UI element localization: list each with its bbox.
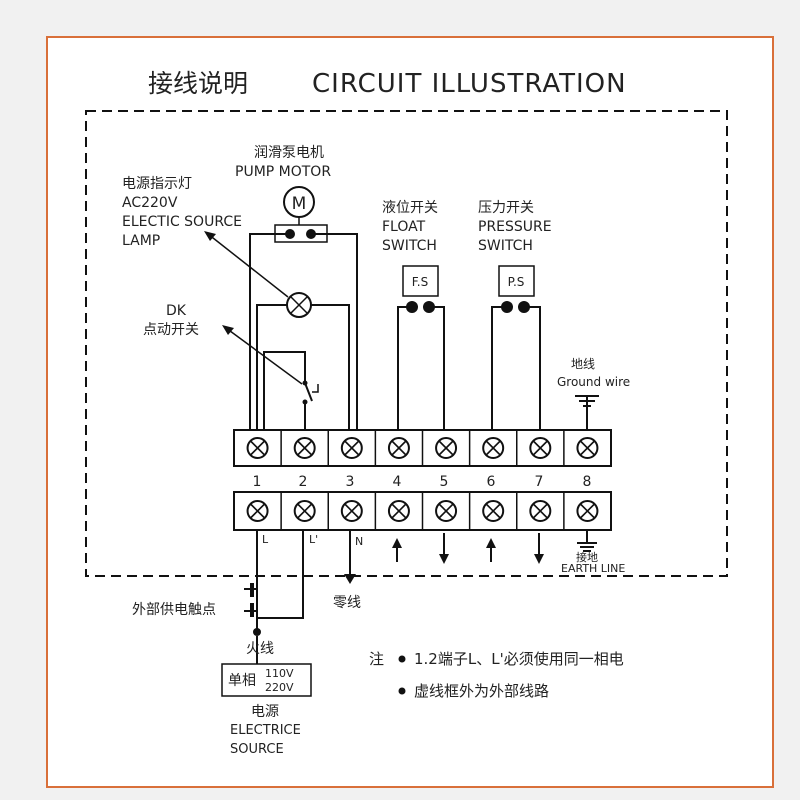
terminal-screw-icon xyxy=(387,500,410,522)
lamp-voltage: AC220V xyxy=(122,195,178,211)
note-line-2: 虚线框外为外部线路 xyxy=(414,682,549,700)
lamp-label-cn: 电源指示灯 xyxy=(122,176,192,192)
internal-boundary xyxy=(85,110,728,577)
earth-label-cn: 接地 xyxy=(576,551,598,564)
power-voltage-1: 110V xyxy=(265,667,294,680)
lamp-pointer xyxy=(207,233,289,298)
terminal-number: 5 xyxy=(440,474,449,490)
terminal-number: 2 xyxy=(299,474,308,490)
terminal-screw-icon xyxy=(340,500,363,522)
terminal-screw-icon xyxy=(246,437,269,459)
float-switch-icon: F.S xyxy=(397,265,445,438)
pressure-switch-icon: P.S xyxy=(491,265,541,438)
power-phase: 单相 xyxy=(228,673,256,689)
earth-label-en: EARTH LINE xyxy=(561,562,625,575)
pump-motor-label-cn: 润滑泵电机 xyxy=(254,144,324,161)
pressure-switch-label-en2: SWITCH xyxy=(478,238,533,254)
terminal-number: 6 xyxy=(487,474,496,490)
terminal-screw-icon xyxy=(482,500,505,522)
power-label-en1: ELECTRICE xyxy=(230,723,301,738)
power-source-box: 单相 110V 220V xyxy=(221,663,312,697)
power-voltage-2: 220V xyxy=(265,681,294,694)
terminal-screw-icon xyxy=(340,437,363,459)
live-label: 火线 xyxy=(246,641,274,657)
note-bullet-icon xyxy=(398,687,406,695)
motor-icon: M xyxy=(274,186,328,243)
terminal-number: 4 xyxy=(393,474,402,490)
terminal-screw-icon xyxy=(529,437,552,459)
terminal-screw-icon xyxy=(293,437,316,459)
terminal-number: 1 xyxy=(253,474,262,490)
terminal-screw-icon xyxy=(576,500,599,522)
terminal-screw-icon xyxy=(246,500,269,522)
lamp-label-en1: ELECTIC SOURCE xyxy=(122,214,242,230)
ground-label-cn: 地线 xyxy=(571,357,595,371)
wire-label-n: N xyxy=(355,535,363,548)
title-en: CIRCUIT ILLUSTRATION xyxy=(312,69,627,99)
note-line-1: 1.2端子L、L'必须使用同一相电 xyxy=(414,650,624,668)
terminal-screw-icon xyxy=(529,500,552,522)
terminal-screw-icon xyxy=(293,500,316,522)
notes-prefix: 注 xyxy=(369,650,384,668)
pressure-switch-label-cn: 压力开关 xyxy=(478,200,534,216)
power-label-en2: SOURCE xyxy=(230,742,284,757)
terminal-block xyxy=(233,429,612,531)
ground-label-en: Ground wire xyxy=(557,375,630,389)
float-switch-label-en2: SWITCH xyxy=(382,238,437,254)
float-switch-box-label: F.S xyxy=(412,275,428,289)
terminal-number: 8 xyxy=(583,474,592,490)
wire-label-l-prime: L' xyxy=(309,533,318,546)
note-bullet-icon xyxy=(398,655,406,663)
diagram-sheet xyxy=(46,36,774,788)
terminal-screw-icon xyxy=(576,437,599,459)
wire-label-l: L xyxy=(262,533,269,546)
title-cn: 接线说明 xyxy=(148,69,248,98)
pump-motor-label-en: PUMP MOTOR xyxy=(235,164,331,180)
pressure-switch-box-label: P.S xyxy=(508,275,525,289)
terminal-screw-icon xyxy=(435,500,458,522)
dk-label-en: DK xyxy=(166,303,187,319)
external-contact-label: 外部供电触点 xyxy=(132,602,216,618)
motor-symbol: M xyxy=(292,194,307,214)
lamp-icon xyxy=(286,292,312,318)
terminal-screw-icon xyxy=(387,437,410,459)
internal-wiring xyxy=(249,233,358,438)
terminal-screw-icon xyxy=(482,437,505,459)
float-switch-label-en1: FLOAT xyxy=(382,219,426,235)
pressure-switch-label-en1: PRESSURE xyxy=(478,219,552,235)
external-wiring xyxy=(244,530,597,664)
neutral-label: 零线 xyxy=(333,595,361,611)
ground-symbol-icon xyxy=(575,395,599,438)
lamp-label-en2: LAMP xyxy=(122,233,160,249)
terminal-number: 3 xyxy=(346,474,355,490)
terminal-screw-icon xyxy=(435,437,458,459)
dk-label-cn: 点动开关 xyxy=(143,322,199,338)
power-label-cn: 电源 xyxy=(251,704,279,720)
terminal-number: 7 xyxy=(535,474,544,490)
float-switch-label-cn: 液位开关 xyxy=(382,200,438,216)
